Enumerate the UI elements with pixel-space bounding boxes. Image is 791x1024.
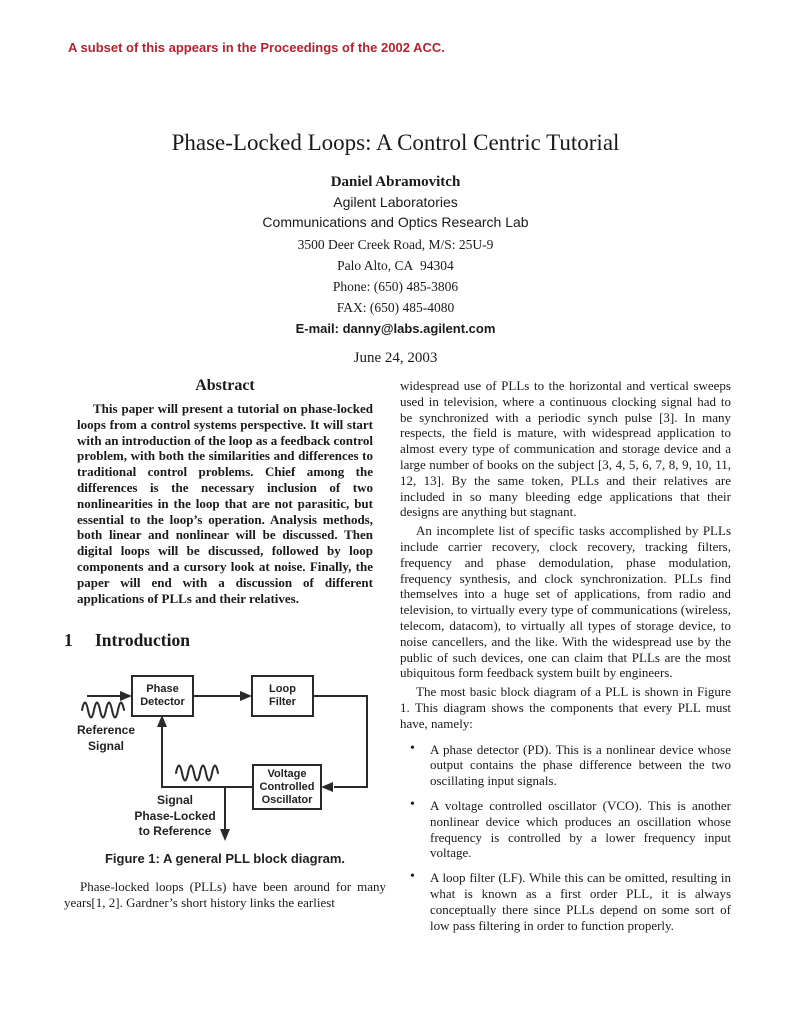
bullet-item-phase-detector: • A phase detector (PD). This is a nonli… — [400, 740, 731, 789]
arrowhead-into-pd-left — [120, 691, 132, 702]
output-signal-line3: to Reference — [138, 824, 212, 839]
body-paragraph-1: widespread use of PLLs to the horizontal… — [400, 378, 731, 520]
reference-sine-icon — [81, 701, 125, 719]
diagram-lines — [81, 691, 368, 842]
bullet-icon: • — [410, 740, 415, 756]
email-line: E-mail: danny@labs.agilent.com — [295, 321, 496, 336]
abstract-heading: Abstract — [195, 377, 255, 394]
section-title: Introduction — [95, 630, 190, 651]
fax-line: FAX: (650) 485-4080 — [336, 300, 455, 315]
pll-block-diagram: Phase Detector Loop Filter Voltage Contr… — [64, 663, 384, 845]
bullet-item-loop-filter: • A loop filter (LF). While this can be … — [400, 869, 731, 933]
connector-lines — [87, 695, 368, 832]
section-1-heading: 1 Introduction — [64, 630, 386, 651]
reference-signal-line1: Reference — [76, 723, 136, 738]
arrowhead-into-pd-bottom — [157, 715, 167, 728]
output-signal-line1: Signal — [156, 793, 193, 808]
vco-label-line1: Voltage — [267, 767, 307, 780]
output-signal-line2: Phase-Locked — [134, 808, 216, 823]
phase-detector-label-line1: Phase — [146, 683, 179, 696]
left-column: Abstract This paper will present a tutor… — [64, 377, 386, 911]
arrowhead-into-vco — [321, 782, 333, 793]
body-paragraph-3: The most basic block diagram of a PLL is… — [400, 684, 731, 731]
address-street: 3500 Deer Creek Road, M/S: 25U-9 — [297, 237, 494, 252]
bullet-text: A phase detector (PD). This is a nonline… — [430, 741, 731, 789]
author-name: Daniel Abramovitch — [330, 174, 461, 190]
body-paragraph-2: An incomplete list of specific tasks acc… — [400, 523, 731, 681]
feedback-sine-icon — [175, 764, 219, 782]
abstract-text: This paper will present a tutorial on ph… — [77, 401, 374, 606]
intro-paragraph-left: Phase-locked loops (PLLs) have been arou… — [64, 879, 386, 911]
address-city: Palo Alto, CA 94304 — [337, 258, 454, 273]
section-number: 1 — [64, 630, 73, 651]
bullet-text: A loop filter (LF). While this can be om… — [430, 870, 731, 933]
vco-label-line3: Oscillator — [261, 793, 313, 806]
phase-detector-label-line2: Detector — [140, 696, 185, 709]
vco-label-line2: Controlled — [259, 780, 315, 793]
proceedings-notice: A subset of this appears in the Proceedi… — [68, 40, 445, 55]
affiliation-lab: Agilent Laboratories — [333, 194, 458, 210]
loop-filter-label-line2: Filter — [269, 696, 296, 709]
arrowhead-into-lf — [240, 691, 252, 702]
loop-filter-box: Loop Filter — [251, 675, 314, 718]
reference-signal-line2: Signal — [87, 738, 124, 753]
vco-box: Voltage Controlled Oscillator — [252, 764, 322, 811]
component-bullet-list: • A phase detector (PD). This is a nonli… — [400, 740, 731, 934]
phone-line: Phone: (650) 485-3806 — [332, 279, 459, 294]
bullet-icon: • — [410, 869, 415, 885]
reference-signal-label: Reference Signal — [64, 723, 148, 754]
arrowhead-output-down — [220, 829, 230, 842]
paper-title: Phase-Locked Loops: A Control Centric Tu… — [171, 130, 620, 155]
bullet-item-vco: • A voltage controlled oscillator (VCO).… — [400, 796, 731, 861]
bullet-text: A voltage controlled oscillator (VCO). T… — [430, 797, 731, 861]
date-line: June 24, 2003 — [353, 350, 438, 366]
affiliation-dept: Communications and Optics Research Lab — [262, 214, 529, 230]
bullet-icon: • — [410, 796, 415, 812]
loop-filter-label-line1: Loop — [269, 683, 296, 696]
phase-detector-box: Phase Detector — [131, 675, 194, 718]
right-column: widespread use of PLLs to the horizontal… — [400, 378, 731, 942]
figure-caption: Figure 1: A general PLL block diagram. — [104, 851, 346, 867]
paper-header: Phase-Locked Loops: A Control Centric Tu… — [0, 129, 791, 367]
output-signal-label: Signal Phase-Locked to Reference — [116, 793, 234, 840]
